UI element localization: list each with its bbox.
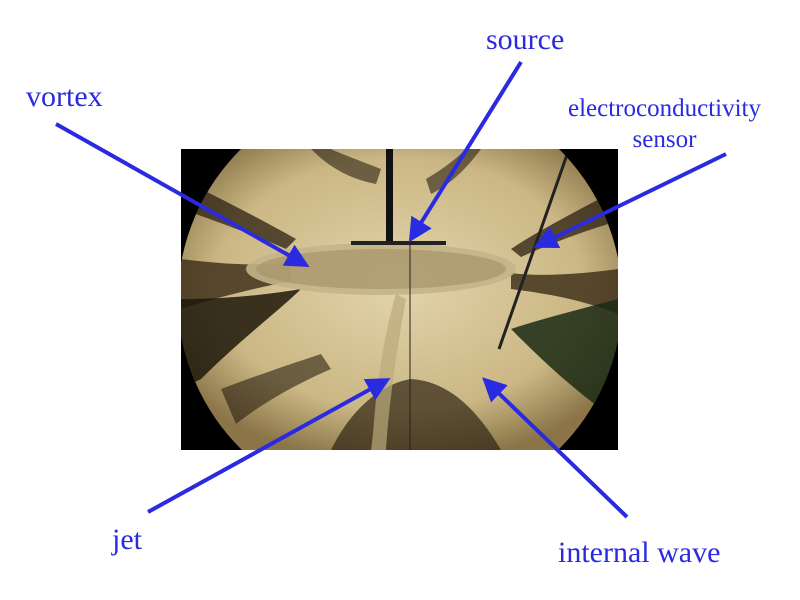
internal-wave-arrow xyxy=(482,377,629,519)
internal-wave-label: internal wave xyxy=(558,536,721,569)
source-arrow xyxy=(408,60,523,243)
vortex-arrow xyxy=(55,122,310,267)
electroconductivity-sensor-label: electroconductivity sensor xyxy=(568,93,761,156)
sensor-label-line1: electroconductivity xyxy=(568,95,761,122)
jet-label: jet xyxy=(112,523,142,556)
sensor-label-line2: sensor xyxy=(632,126,697,154)
vortex-label: vortex xyxy=(26,80,103,113)
flow-photograph xyxy=(181,149,618,450)
sensor-arrow xyxy=(533,152,727,249)
source-label: source xyxy=(486,23,565,56)
jet-arrow xyxy=(147,378,391,514)
flow-photograph-drawing xyxy=(181,149,618,450)
